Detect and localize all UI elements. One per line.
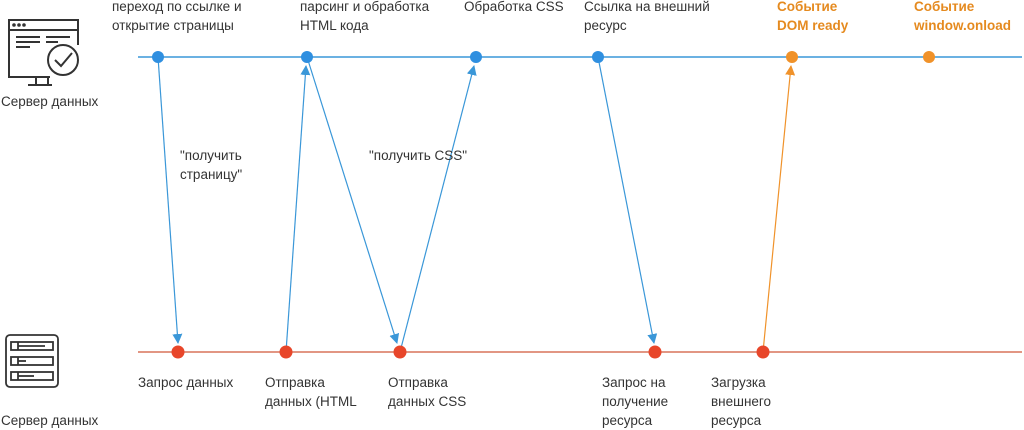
arrow-send-css <box>399 65 477 353</box>
client-event-dot <box>592 51 604 63</box>
server-label: Сервер данных <box>1 413 99 428</box>
server-event-dot <box>648 345 662 359</box>
message-label: "получить CSS" <box>369 148 468 163</box>
server-event-dot <box>279 345 293 359</box>
client-event-label: Обработка CSS <box>464 0 564 14</box>
arrow-request-css <box>306 56 400 344</box>
client-event-dot <box>786 51 798 63</box>
client-event-dot <box>470 51 482 63</box>
client-event-dot <box>152 51 164 63</box>
server-event-dot <box>171 345 185 359</box>
arrow-resource-loaded <box>762 65 796 353</box>
server-event-dot <box>393 345 407 359</box>
arrow-send-html <box>285 65 311 353</box>
client-label: Сервер данных <box>1 94 99 109</box>
arrow-request-resource <box>597 56 658 344</box>
server-event-label: Запрос данных <box>138 375 234 390</box>
server-event-dot <box>756 345 770 359</box>
monitor-check-icon <box>8 19 79 86</box>
client-event-dot <box>301 51 313 63</box>
arrow-request-page <box>157 56 183 344</box>
client-event-dot <box>923 51 935 63</box>
server-rack-icon <box>5 334 59 388</box>
